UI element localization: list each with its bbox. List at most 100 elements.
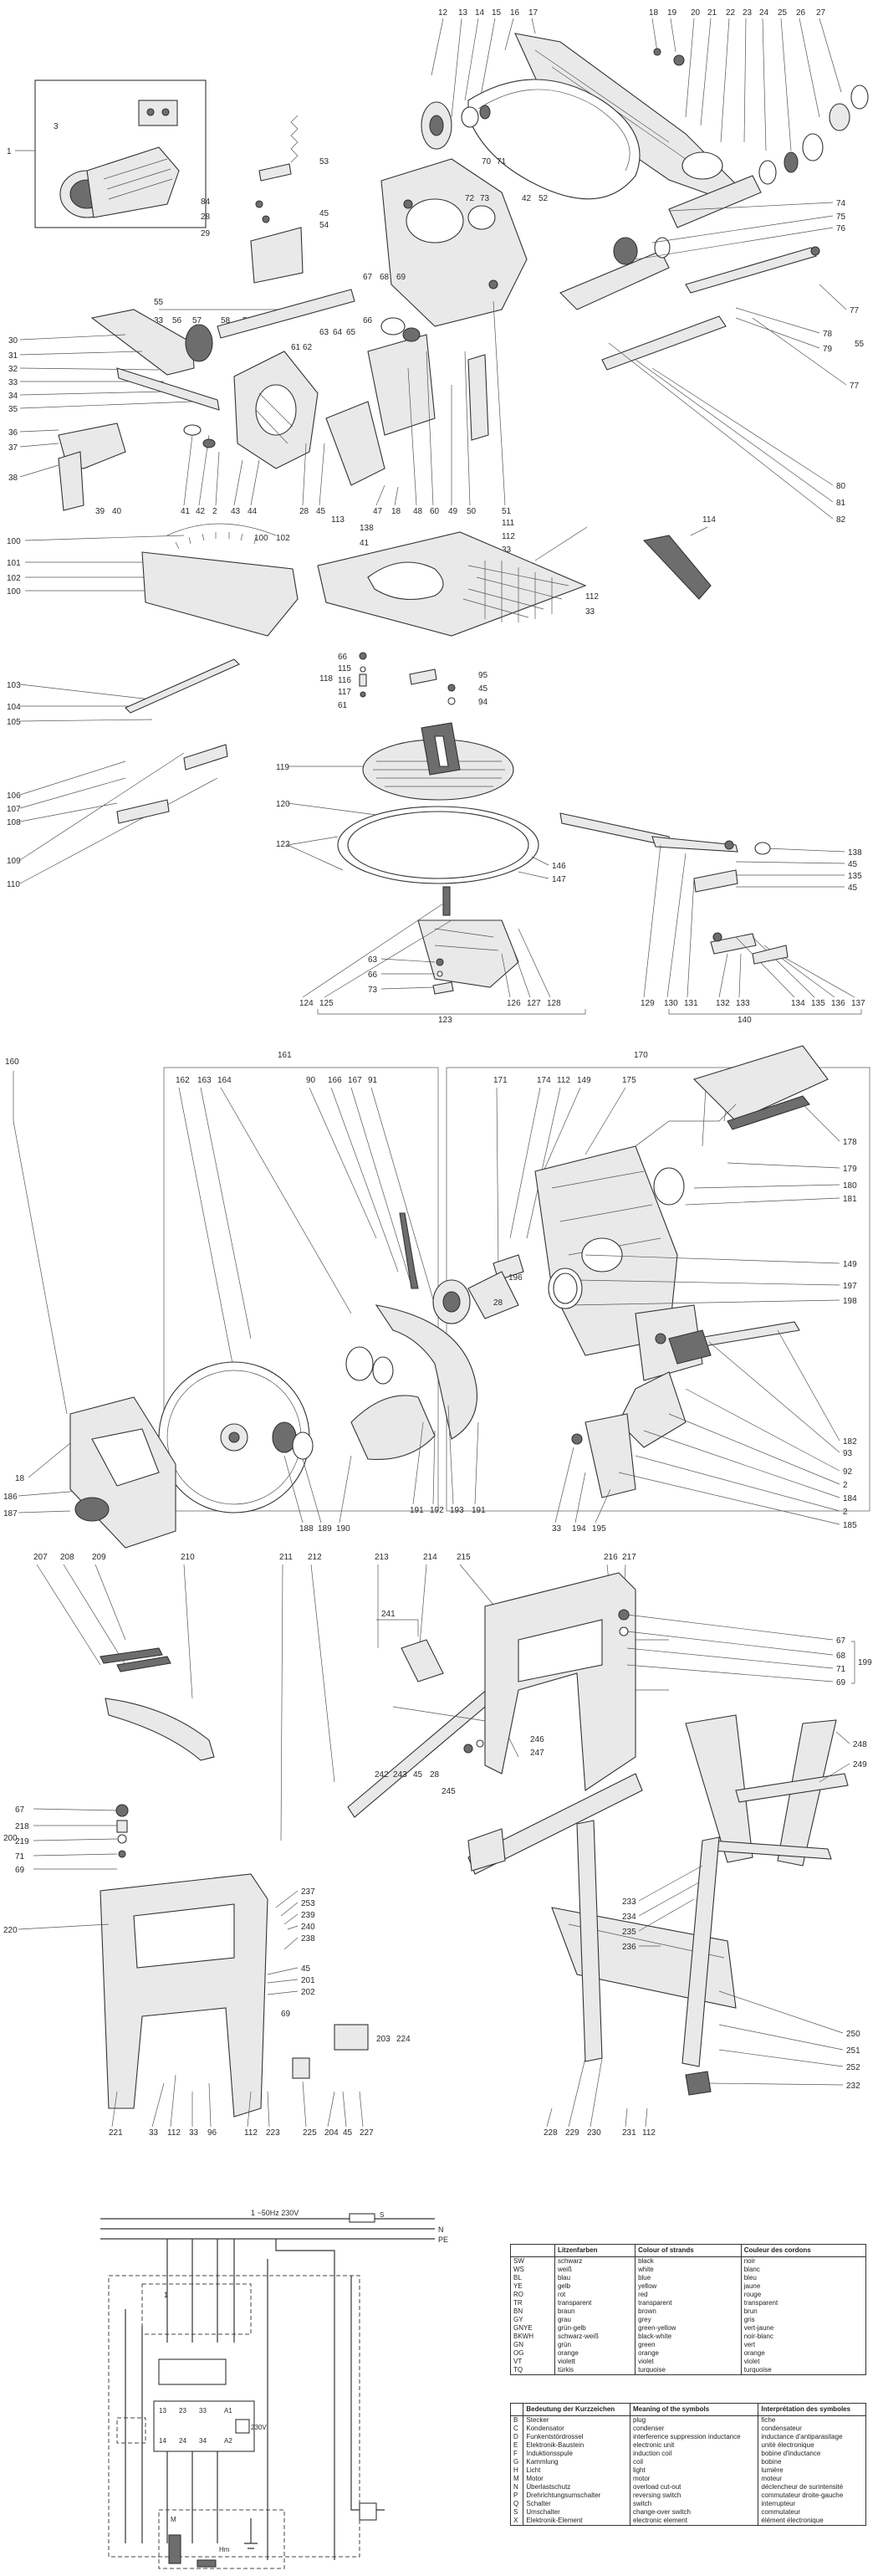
label: 112 [502, 532, 515, 541]
label: 45 [301, 1964, 311, 1974]
label: 193 [450, 1506, 464, 1515]
label: 61 [338, 701, 348, 710]
label: 29 [201, 229, 211, 238]
fuse [349, 2213, 375, 2223]
label: 68 [380, 273, 390, 282]
label: 34 [8, 392, 18, 401]
label: 18 [391, 507, 401, 516]
legend-text: bobine [758, 2458, 865, 2466]
label: 236 [622, 1943, 636, 1952]
terminal-label: 13 [159, 2407, 166, 2415]
label: 61 [291, 343, 301, 352]
label: 116 [338, 676, 351, 685]
label: 224 [396, 2035, 411, 2044]
legend-text: green [635, 2341, 742, 2349]
label: 102 [276, 534, 290, 543]
legend-text: blue [635, 2274, 742, 2282]
stand-frame-left [100, 1873, 268, 2118]
legend-text: Elektronik-Baustein [523, 2441, 630, 2450]
legend-text: grey [635, 2316, 742, 2324]
legend-text: orange [635, 2349, 742, 2358]
legend-code: GY [513, 2316, 523, 2323]
label: 160 [5, 1058, 19, 1067]
label: 137 [851, 999, 865, 1008]
label: 186 [3, 1493, 18, 1502]
label: 181 [843, 1195, 857, 1204]
label: 229 [565, 2128, 579, 2138]
label: 100 [7, 537, 21, 546]
label: 167 [348, 1076, 362, 1085]
guard-housing [69, 1396, 176, 1549]
label: 210 [181, 1553, 195, 1562]
legend-text: vert [740, 2341, 865, 2349]
label: 2 [843, 1508, 848, 1517]
label: 42 [522, 194, 532, 203]
label: 195 [592, 1524, 606, 1534]
legend-text: switch [630, 2500, 758, 2508]
terminal-label: 33 [199, 2407, 207, 2415]
legend-code: BKWH [513, 2333, 533, 2340]
label: 208 [60, 1553, 74, 1562]
saw-blade [158, 1361, 310, 1513]
label: 73 [480, 194, 490, 203]
label: 166 [328, 1076, 342, 1085]
legend-text: Schalter [523, 2500, 630, 2508]
label: 37 [8, 443, 18, 453]
label: 211 [279, 1553, 293, 1562]
label: 241 [381, 1610, 396, 1619]
label: 45 [413, 1770, 423, 1780]
angle-scale-plate [141, 551, 299, 637]
label: 104 [7, 703, 21, 712]
label: 45 [343, 2128, 353, 2138]
label: 212 [308, 1553, 322, 1562]
blade-guard [345, 1212, 477, 1460]
legend-text: Überlastschutz [523, 2483, 630, 2491]
label: 36 [8, 428, 18, 438]
center-housing [380, 158, 528, 327]
label: 120 [276, 800, 290, 809]
label: 95 [478, 671, 488, 680]
label: 62 [303, 343, 313, 352]
label: 30 [8, 336, 18, 346]
drive-belt [467, 79, 641, 200]
label: 171 [493, 1076, 508, 1085]
legend-text: interrupteur [758, 2500, 865, 2508]
label: 45 [478, 684, 488, 694]
switch-unit-frame [108, 2275, 360, 2558]
label: 90 [306, 1076, 316, 1085]
legend-text: Kondensator [523, 2425, 630, 2433]
label: 47 [373, 507, 383, 516]
label: 65 [346, 328, 356, 337]
legend-text: blanc [740, 2266, 865, 2274]
label: 182 [843, 1437, 857, 1447]
ring-bearing [337, 806, 539, 884]
label: 174 [537, 1076, 551, 1085]
label: 135 [848, 872, 862, 881]
rod [685, 247, 817, 294]
label: 237 [301, 1887, 315, 1897]
label: 67 [363, 273, 373, 282]
terminal-label: 14 [159, 2437, 166, 2445]
label: 126 [507, 999, 521, 1008]
label: 234 [622, 1913, 636, 1922]
legend-text: grau [554, 2316, 636, 2324]
label: 220 [3, 1926, 18, 1935]
label: 91 [368, 1076, 378, 1085]
legend-text: brown [635, 2307, 742, 2316]
legend-text: rouge [740, 2291, 865, 2299]
label: 231 [622, 2128, 636, 2138]
label: 51 [502, 507, 512, 516]
legend-text: light [630, 2466, 758, 2475]
legend-text: jaune [740, 2282, 865, 2291]
legend-text: turquoise [740, 2366, 865, 2374]
legend-text: grün [554, 2341, 636, 2349]
label: 134 [791, 999, 805, 1008]
